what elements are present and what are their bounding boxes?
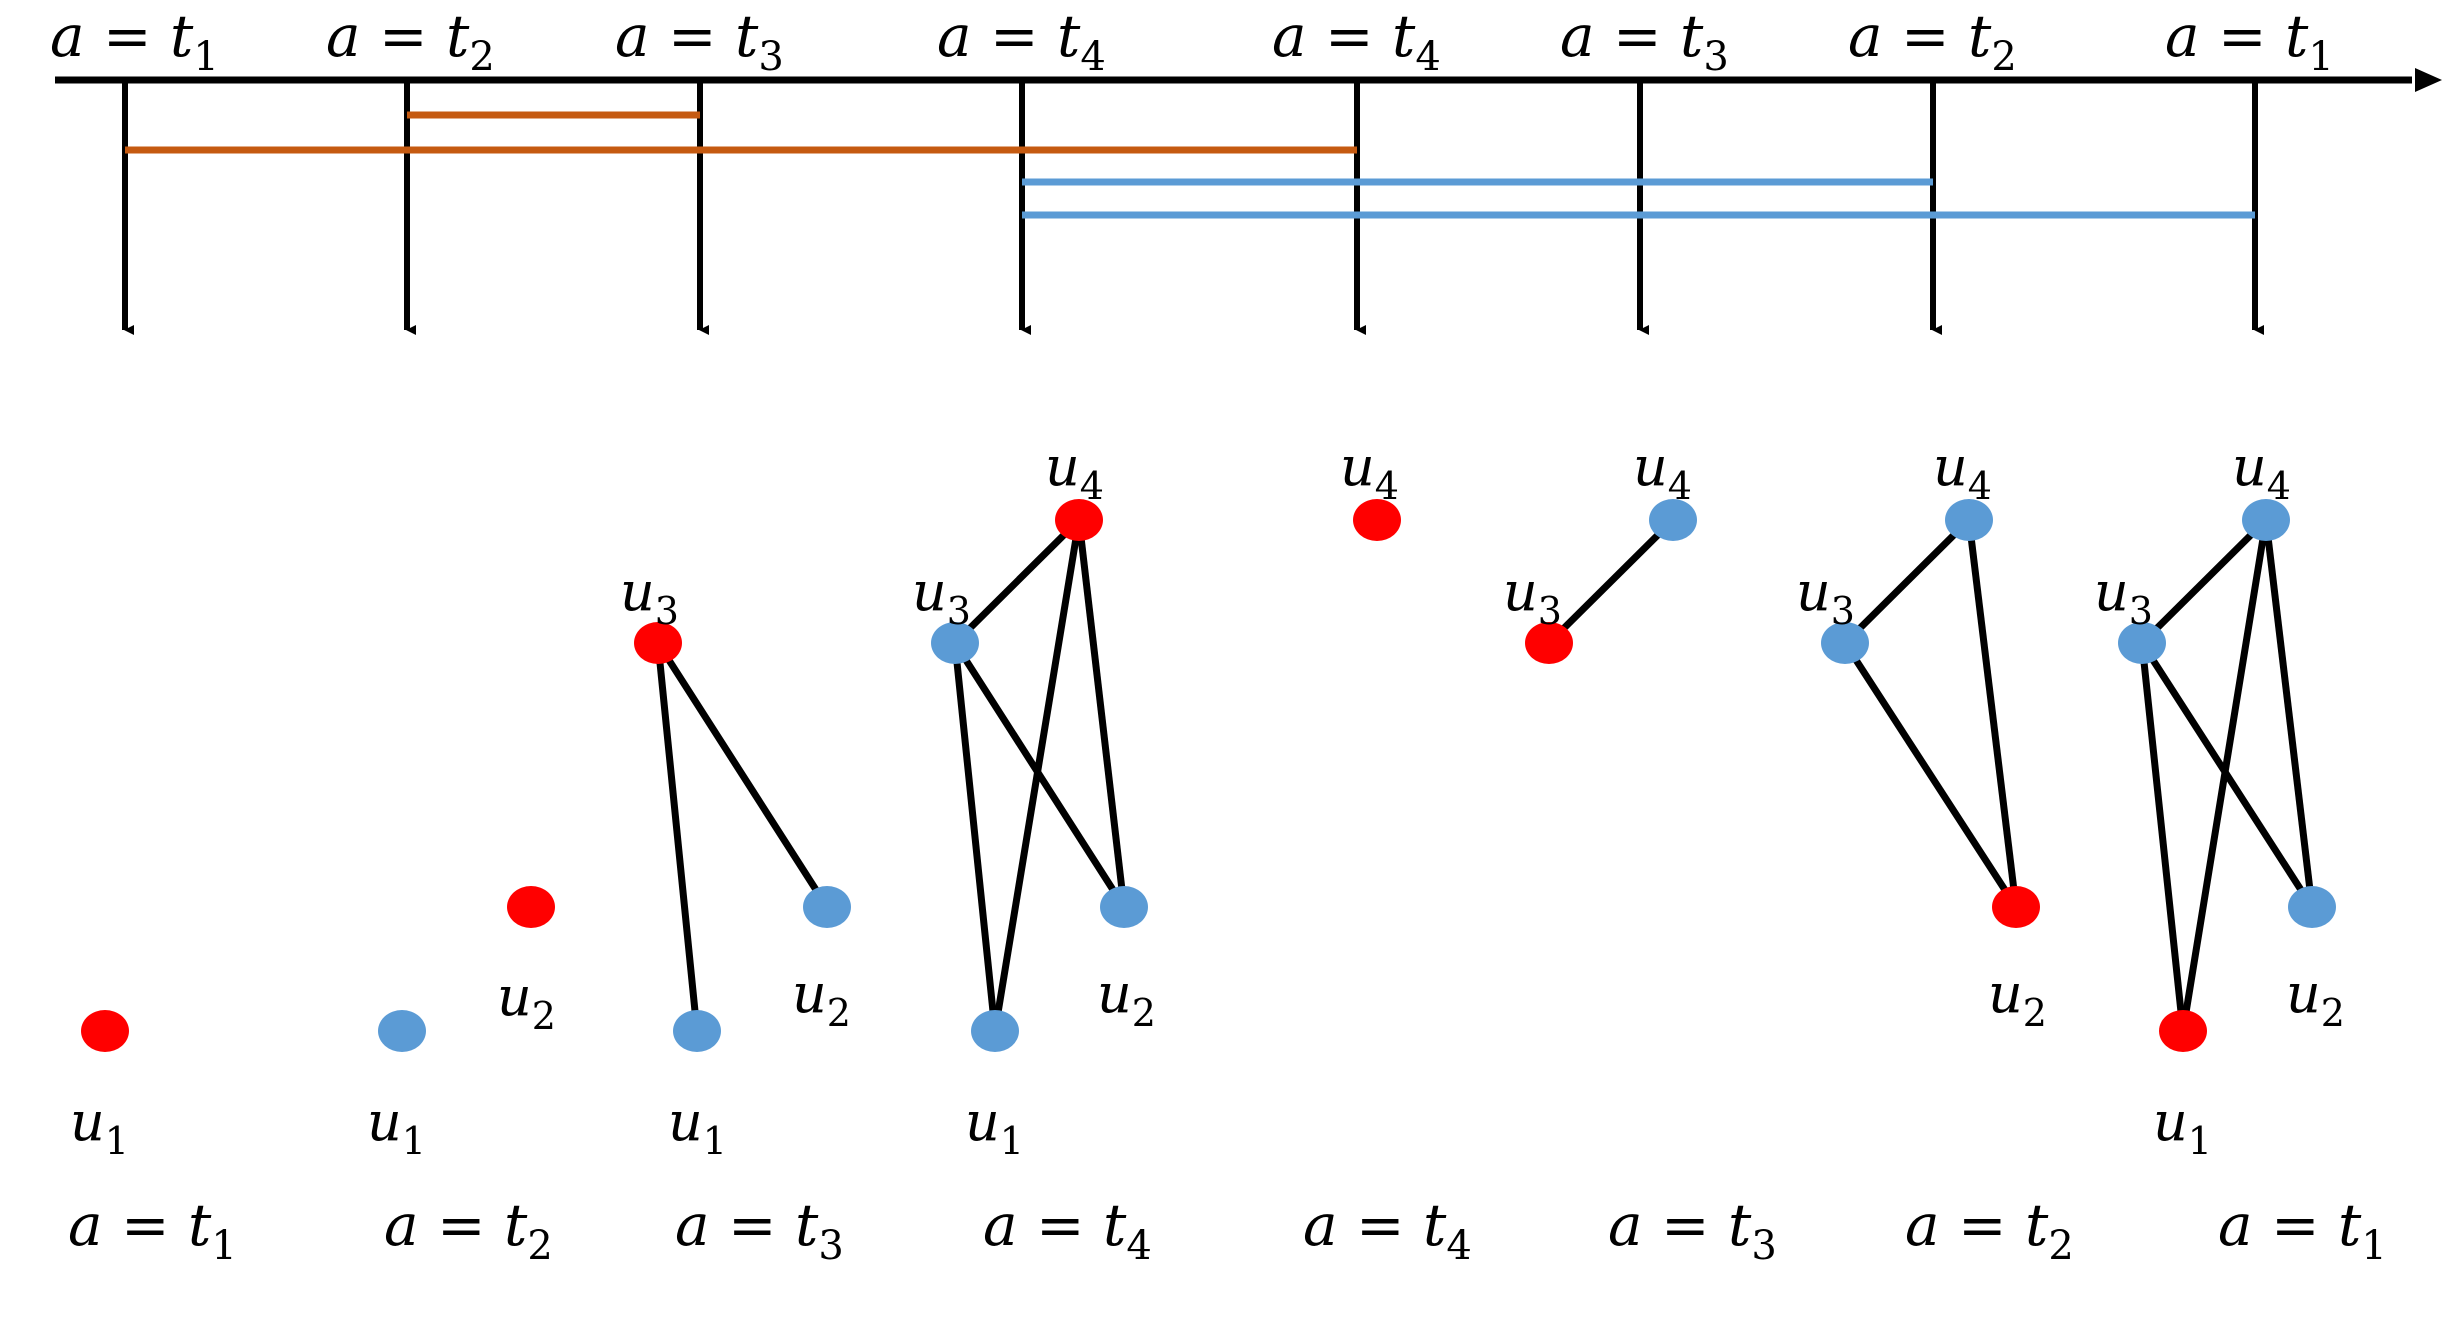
node-label-u2: u2	[2286, 962, 2345, 1035]
node-label-u3: u3	[912, 560, 971, 633]
edge-u3-u2	[2139, 641, 2315, 909]
edge-u4-u2	[2262, 519, 2316, 908]
node-label-u4: u4	[2232, 435, 2291, 508]
node-label-u2: u2	[1097, 962, 1156, 1035]
node-label-u2: u2	[497, 965, 556, 1038]
node-label-u3: u3	[620, 560, 679, 633]
snapshot-4: u4 u3 u2 u1	[912, 435, 1156, 1163]
node-u3-blue	[1821, 622, 1869, 664]
node-u2-blue	[803, 886, 851, 928]
snapshot-caption-8: a = t1	[2218, 1191, 2387, 1269]
node-label-u4: u4	[1045, 435, 1104, 508]
edge-u4-u2	[1075, 519, 1128, 908]
node-label-u1: u1	[668, 1090, 727, 1163]
node-u3-blue	[931, 622, 979, 664]
node-label-u4: u4	[1633, 435, 1692, 508]
node-u4-blue	[1945, 499, 1993, 541]
node-u4-red	[1055, 499, 1103, 541]
timeline-ticks	[122, 80, 2264, 335]
edge-u3-u1	[2138, 642, 2187, 1032]
node-label-u1: u1	[70, 1090, 129, 1163]
snapshot-8: u4 u3 u2 u1	[2094, 435, 2345, 1163]
timeline-label-5: a = t4	[1272, 2, 1441, 80]
snapshot-caption-7: a = t2	[1905, 1191, 2074, 1269]
timeline-label-3: a = t3	[615, 2, 784, 80]
node-u4-red	[1353, 499, 1401, 541]
node-u1-blue	[673, 1010, 721, 1052]
graph-snapshots: u1 u1 u2 u3 u2 u1 u4 u3 u2 u1 u4 u4 u3 u4 u3 u2 u4 u3 u2 u1	[70, 435, 2345, 1163]
node-u1-blue	[971, 1010, 1019, 1052]
timeline: a = t1 a = t2 a = t3 a = t4 a = t4 a = t3 a = …	[50, 2, 2442, 335]
snapshot-caption-1: a = t1	[68, 1191, 237, 1269]
timeline-label-4: a = t4	[937, 2, 1106, 80]
node-label-u2: u2	[792, 962, 851, 1035]
timeline-label-6: a = t3	[1560, 2, 1729, 80]
snapshot-caption-2: a = t2	[384, 1191, 553, 1269]
node-u4-blue	[2242, 499, 2290, 541]
timeline-label-2: a = t2	[326, 2, 495, 80]
snapshot-1: u1	[70, 1010, 129, 1163]
timeline-labels: a = t1 a = t2 a = t3 a = t4 a = t4 a = t3 a = …	[50, 2, 2334, 80]
snapshot-6: u4 u3	[1503, 435, 1697, 664]
timeline-label-7: a = t2	[1848, 2, 2017, 80]
node-u1-red	[2159, 1010, 2207, 1052]
node-label-u3: u3	[1503, 560, 1562, 633]
node-label-u3: u3	[1796, 560, 1855, 633]
node-label-u4: u4	[1340, 435, 1399, 508]
timeline-intervals	[125, 111, 2255, 219]
snapshot-3: u3 u2 u1	[620, 560, 851, 1163]
edge-u3-u4	[1546, 517, 1676, 646]
edge-u4-u2	[1965, 519, 2020, 908]
timeline-arrowhead	[2415, 68, 2442, 92]
node-u3-red	[634, 622, 682, 664]
snapshot-caption-3: a = t3	[675, 1191, 844, 1269]
snapshot-caption-5: a = t4	[1303, 1191, 1472, 1269]
node-label-u2: u2	[1988, 962, 2047, 1035]
node-u4-blue	[1649, 499, 1697, 541]
snapshot-7: u4 u3 u2	[1796, 435, 2047, 1035]
node-u2-blue	[2288, 886, 2336, 928]
node-u3-blue	[2118, 622, 2166, 664]
node-u2-red	[1992, 886, 2040, 928]
edge-u3-u2	[1842, 641, 2019, 909]
node-u1-blue	[378, 1010, 426, 1052]
edge-u3-u2	[952, 641, 1127, 909]
node-u1-red	[81, 1010, 129, 1052]
node-u3-red	[1525, 622, 1573, 664]
snapshot-caption-6: a = t3	[1608, 1191, 1777, 1269]
node-u2-blue	[1100, 886, 1148, 928]
node-label-u4: u4	[1933, 435, 1992, 508]
node-label-u1: u1	[965, 1090, 1024, 1163]
node-label-u1: u1	[2153, 1090, 2212, 1163]
edge-u3-u2	[655, 641, 830, 909]
node-u2-red	[507, 886, 555, 928]
edge-u4-u3	[952, 517, 1082, 646]
timeline-label-1: a = t1	[50, 2, 219, 80]
edge-u3-u1	[951, 642, 999, 1032]
snapshot-caption-4: a = t4	[983, 1191, 1152, 1269]
snapshot-2: u1 u2	[367, 886, 556, 1163]
edge-u3-u1	[654, 642, 701, 1032]
timeline-label-8: a = t1	[2165, 2, 2334, 80]
node-label-u3: u3	[2094, 560, 2153, 633]
node-label-u1: u1	[367, 1090, 426, 1163]
edge-u4-u3	[2139, 517, 2269, 646]
snapshot-5: u4	[1340, 435, 1401, 541]
snapshot-captions: a = t1 a = t2 a = t3 a = t4 a = t4 a = t3 a = …	[68, 1191, 2387, 1269]
edge-u4-u3	[1842, 517, 1972, 646]
